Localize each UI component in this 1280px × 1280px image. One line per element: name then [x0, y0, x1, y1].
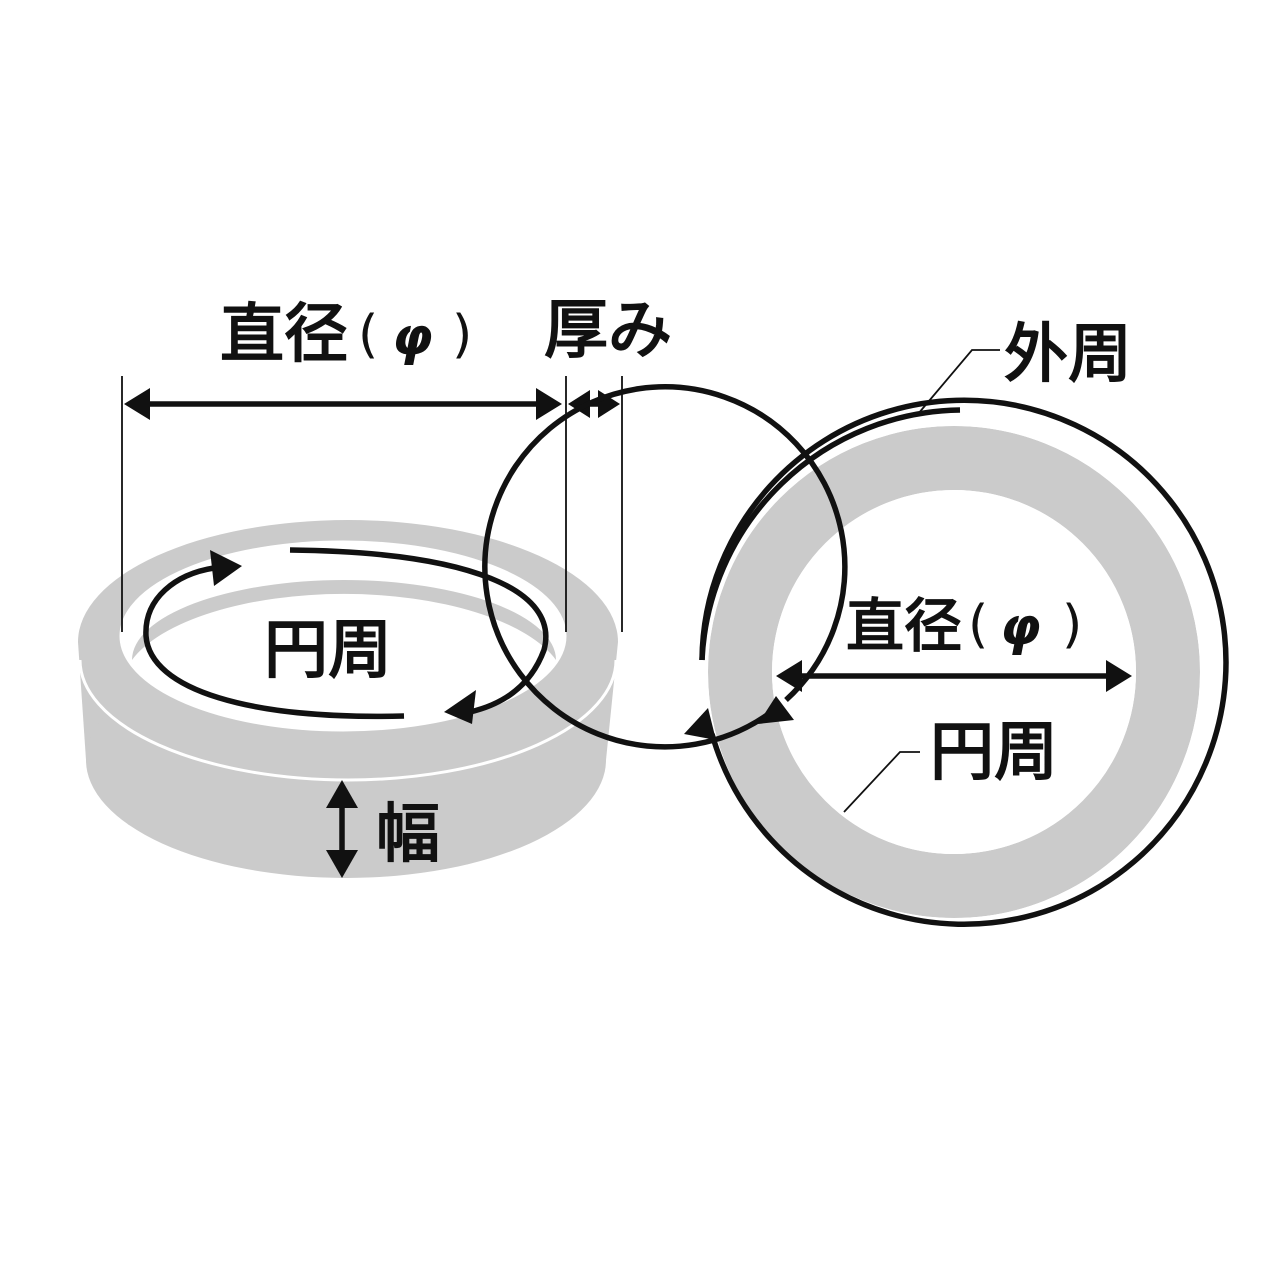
right-outer-leader	[917, 349, 1000, 415]
right-outer-arrow-head	[684, 708, 716, 740]
left-diameter-arrow-left	[124, 388, 150, 420]
left-circumference-arrow-lower	[444, 690, 476, 724]
right-ring-outer-highlight	[704, 422, 1204, 922]
left-thickness-arrow-left	[568, 390, 590, 418]
right-inner-label: 円周	[930, 716, 1058, 790]
right-ring-inner-highlight	[772, 490, 1136, 854]
left-circumference-label: 円周	[264, 614, 392, 688]
right-diameter-label: 直径	[846, 592, 962, 660]
left-circumference-arc-upper	[289, 547, 549, 715]
right-inner-leader	[843, 751, 920, 813]
right-ring-body	[708, 426, 1200, 918]
left-diameter-arrow-right	[536, 388, 562, 420]
left-ring-group: 直径 ( φ ) 厚み 円周 幅	[78, 294, 672, 878]
left-circumference-arc-lower	[143, 565, 405, 720]
right-inner-arrow-head	[758, 696, 794, 724]
right-diameter-arrow-right	[1106, 660, 1132, 692]
right-ring-group: 外周 直径 ( φ ) 円周	[482, 318, 1229, 928]
left-width-label: 幅	[376, 798, 440, 872]
left-ring-hole	[121, 542, 565, 730]
right-diameter-phi: φ	[1000, 597, 1041, 657]
right-outer-circumference-arc	[699, 397, 1229, 928]
left-ring-rim-inner	[119, 540, 567, 732]
left-diameter-paren-close: )	[452, 305, 472, 365]
left-ring-inner-wall	[132, 580, 556, 660]
right-diameter-arrow-left	[776, 660, 802, 692]
left-diameter-label: 直径	[220, 298, 348, 372]
left-diameter-paren-open: (	[358, 305, 378, 365]
left-ring-top-edge	[78, 659, 618, 782]
right-outer-arc-top	[699, 407, 961, 661]
left-width-arrow-top	[326, 780, 358, 808]
right-inner-circumference-arc	[482, 384, 848, 750]
left-thickness-label: 厚み	[544, 294, 672, 368]
left-circumference-arrow-upper	[210, 550, 242, 586]
left-width-arrow-bottom	[326, 850, 358, 878]
left-diameter-phi: φ	[392, 307, 433, 367]
right-diameter-paren-open: (	[968, 595, 988, 655]
right-diameter-paren-close: )	[1062, 595, 1082, 655]
right-outer-label: 外周	[1004, 318, 1132, 392]
